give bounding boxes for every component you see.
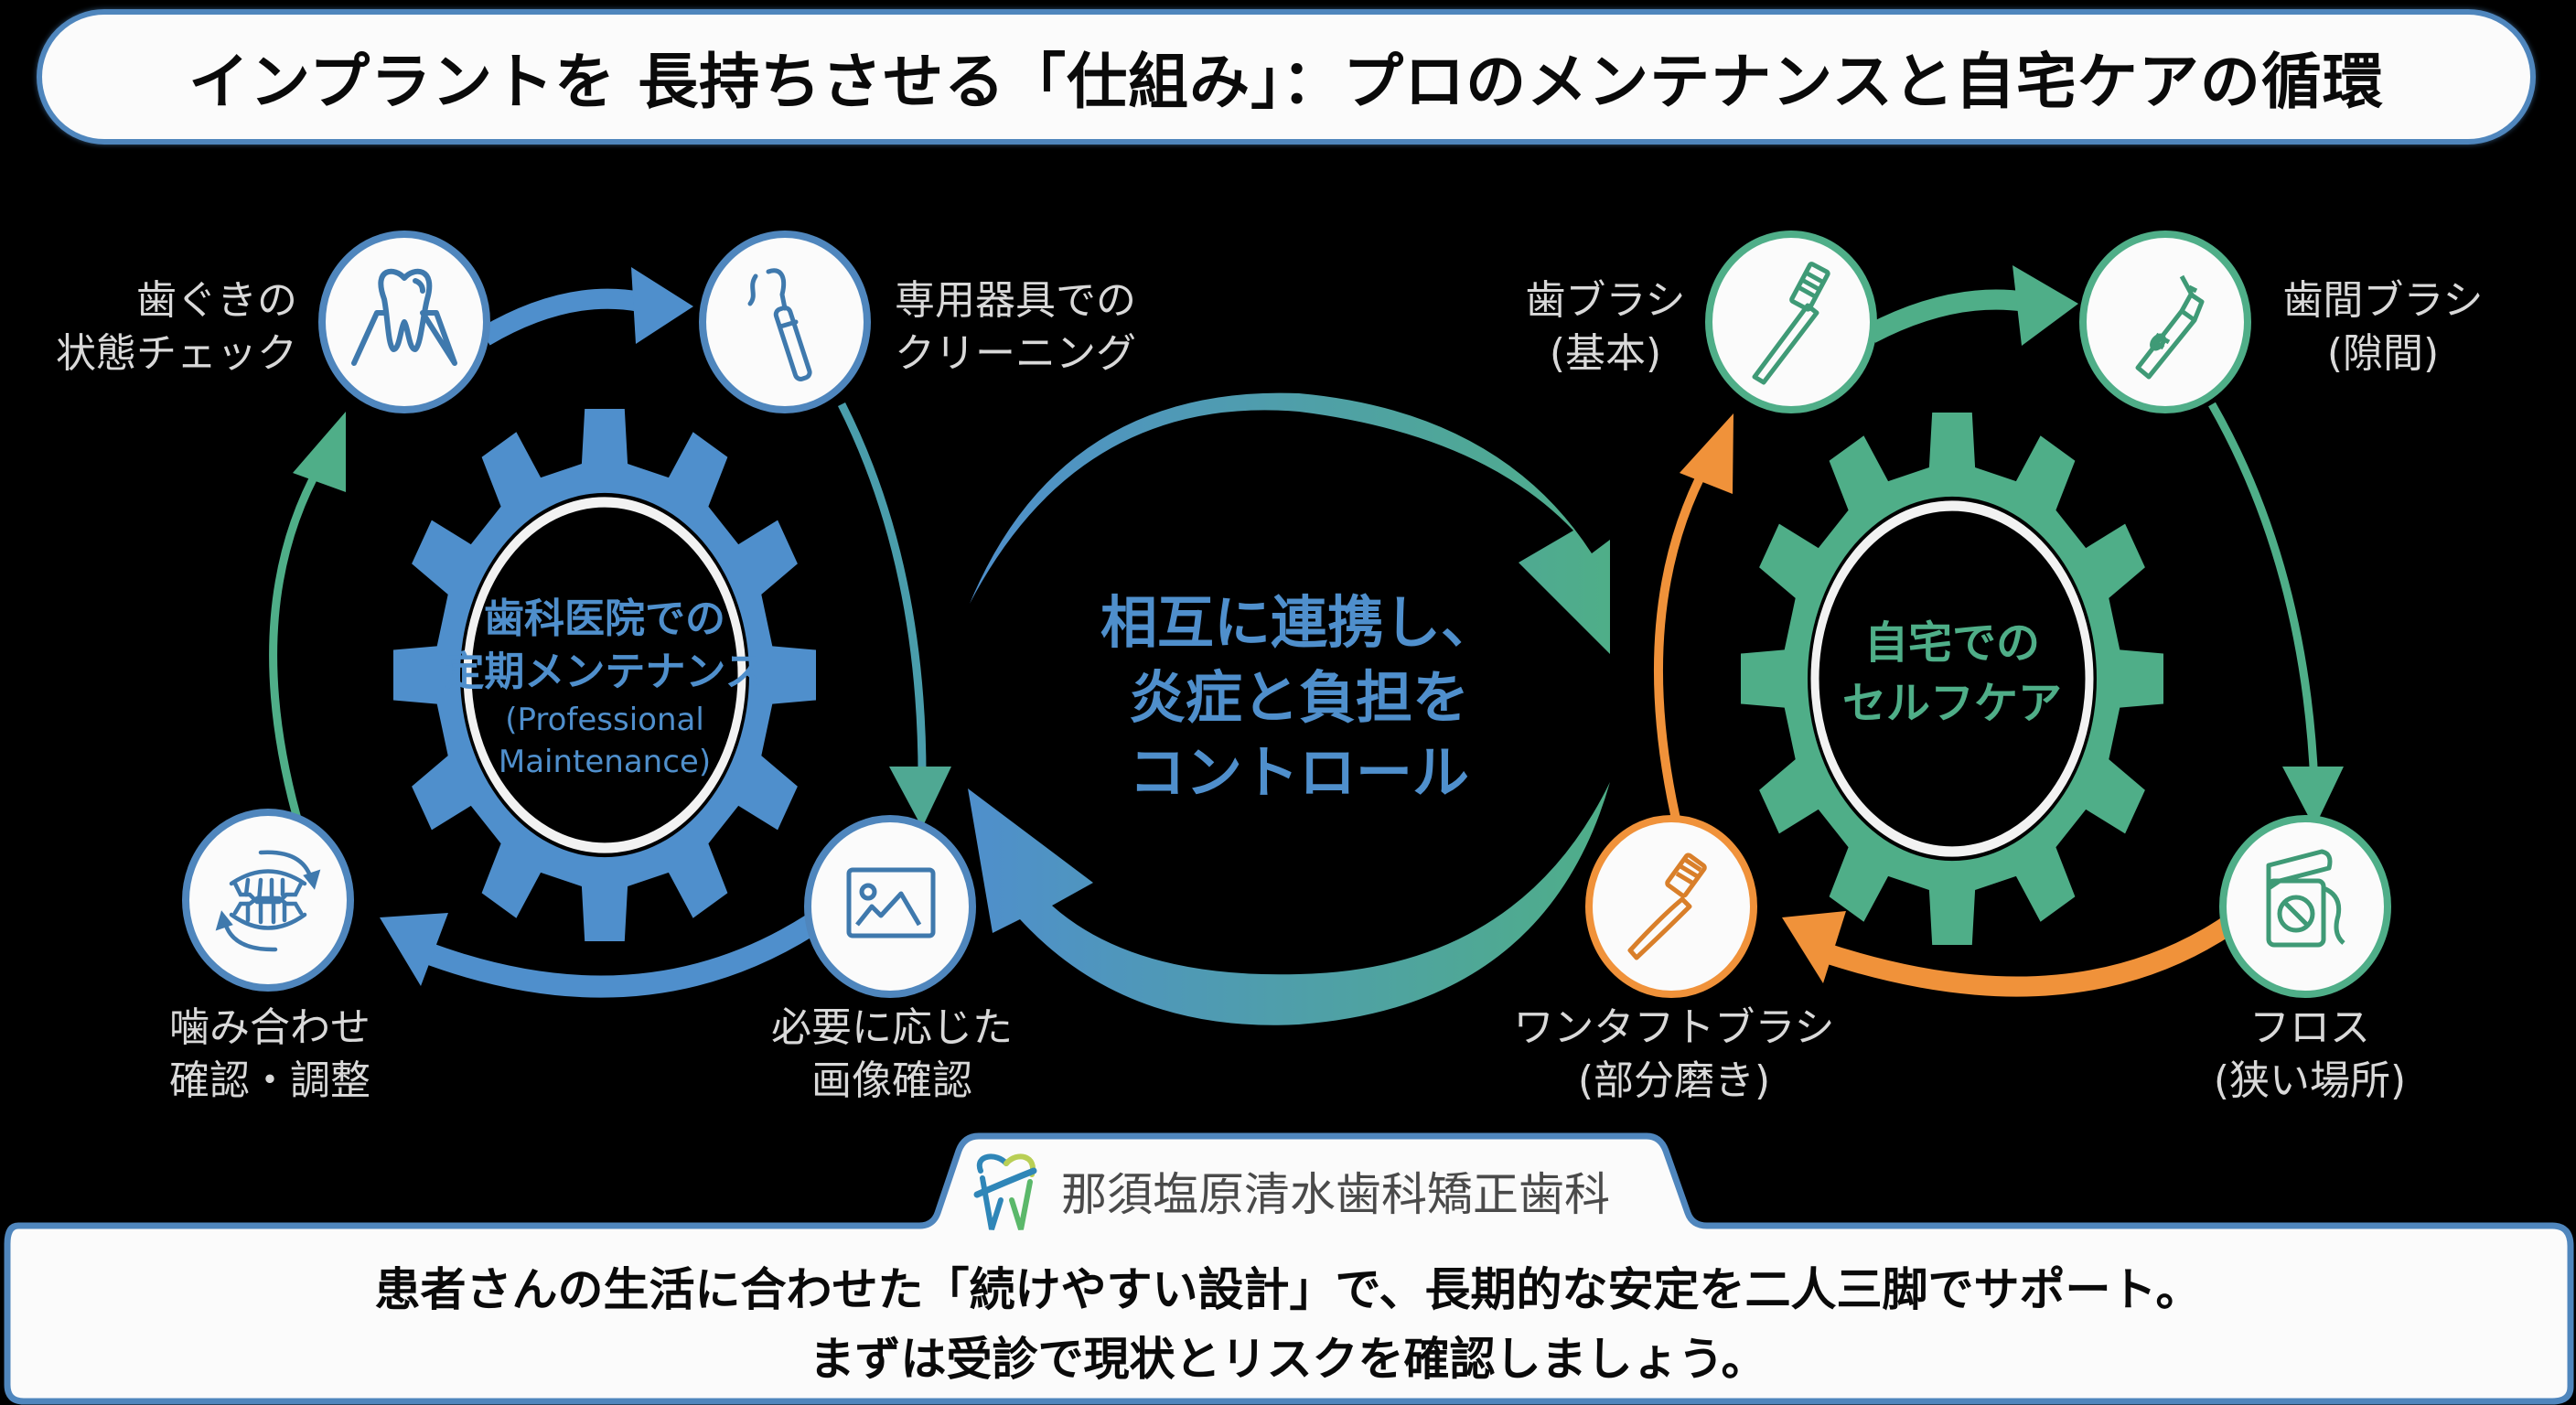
gear-title-line: 自宅での [1863,617,2040,669]
step-toothbrush [1705,231,1877,413]
arrow-head [2282,767,2344,828]
step-bite [182,809,354,992]
bite-teeth-icon [215,850,321,952]
toothbrush-icon [1752,262,1830,385]
tooth-gum-icon [351,268,457,366]
label-line: (狭い場所) [2213,1057,2407,1104]
center-line: 相互に連携し、 [1100,589,1497,656]
label-bite: 噛み合わせ 確認・調整 [137,1002,402,1108]
step-circles [182,231,2391,998]
step-onetuft [1585,815,1757,998]
page-title: インプラントを 長持ちさせる「仕組み」：プロのメンテナンスと自宅ケアの循環 [188,47,2384,117]
label-line: (部分磨き) [1577,1057,1771,1104]
selfcare-cycle-arrows [1653,265,2344,997]
title-banner: インプラントを 長持ちさせる「仕組み」：プロのメンテナンスと自宅ケアの循環 [37,9,2536,145]
center-line: コントロール [1128,739,1469,806]
label-line: 歯ぐきの [136,277,297,324]
selfcare-gear-title: 自宅での セルフケア [1769,613,2135,734]
label-line: 歯間ブラシ [2282,277,2484,324]
step-imaging [804,815,976,998]
arrow-onetuft-to-brush [1653,455,1715,820]
arrow-head [293,412,346,492]
floss-icon [2266,849,2345,948]
label-gum-check: 歯ぐきの 状態チェック [55,274,297,381]
arrow-head [1782,911,1846,983]
interdental-brush-icon [2135,274,2205,380]
dental-scaler-icon [747,268,812,381]
arrow-head [631,267,693,344]
arrow-cleaning-to-image [837,402,927,788]
arrow-brush-to-interdental [1865,289,2028,343]
footer-message-line1: 患者さんの生活に合わせた「続けやすい設計」で、長期的な安定を二人三脚でサポート。 [374,1263,2202,1316]
gear-subtitle-line: (Professional [505,702,704,738]
arrow-bite-to-check [269,455,328,820]
arrow-check-to-cleaning [479,288,643,346]
arrow-head [380,913,448,986]
clinic-name: 那須塩原清水歯科矯正歯科 [1061,1168,1610,1221]
arrow-head [1680,413,1733,494]
mutual-link-arrows [968,392,1610,1025]
gear-title-line: セルフケア [1841,678,2062,729]
center-line: 炎症と負担を [1128,664,1469,731]
professional-cycle-arrows [269,267,951,998]
label-toothbrush: 歯ブラシ (基本) [1500,274,1711,381]
step-gum-check [318,231,490,413]
label-line: 画像確認 [811,1057,972,1104]
step-interdental [2079,231,2251,413]
label-line: 確認・調整 [169,1057,370,1104]
arrow-floss-to-onetuft [1817,915,2237,997]
footer-message-line2: まずは受診で現状とリスクを確認しましょう。 [809,1333,1767,1386]
label-line: 噛み合わせ [169,1004,370,1051]
single-tuft-brush-icon [1627,853,1707,960]
label-line: 歯ブラシ [1525,277,1686,324]
arrow-interdental-to-floss [2208,402,2319,786]
label-line: (基本) [1549,330,1662,377]
label-onetuft: ワンタフトブラシ (部分磨き) [1491,1002,1857,1108]
label-line: フロス [2249,1004,2370,1051]
arrow-head [889,767,951,828]
step-cleaning [699,231,871,413]
gear-title-line: 歯科医院での [484,595,725,642]
label-line: (隙間) [2326,330,2440,377]
selfcare-gear [1741,412,2163,946]
gear-subtitle-line: Maintenance) [498,744,712,780]
arrow-image-to-bite [418,914,819,998]
label-line: 必要に応じた [771,1004,1013,1051]
arrow-selfcare-to-professional [968,782,1610,1025]
mutual-link-message: 相互に連携し、 炎症と負担を コントロール [1034,585,1564,810]
label-line: ワンタフトブラシ [1513,1004,1835,1051]
professional-gear-title: 歯科医院での 定期メンテナンス (Professional Maintenanc… [422,593,788,783]
label-line: 専用器具での [895,277,1136,324]
label-line: 状態チェック [56,330,297,377]
label-line: クリーニング [895,330,1136,377]
label-imaging: 必要に応じた 画像確認 [750,1002,1034,1108]
label-cleaning: 専用器具での クリーニング [895,274,1136,381]
arrow-head [2012,265,2078,346]
label-floss: フロス (狭い場所) [2182,1002,2438,1108]
step-floss [2219,815,2391,998]
professional-gear [393,408,816,942]
label-interdental: 歯間ブラシ (隙間) [2259,274,2506,381]
image-icon [846,867,936,938]
gear-title-line: 定期メンテナンス [444,649,766,695]
